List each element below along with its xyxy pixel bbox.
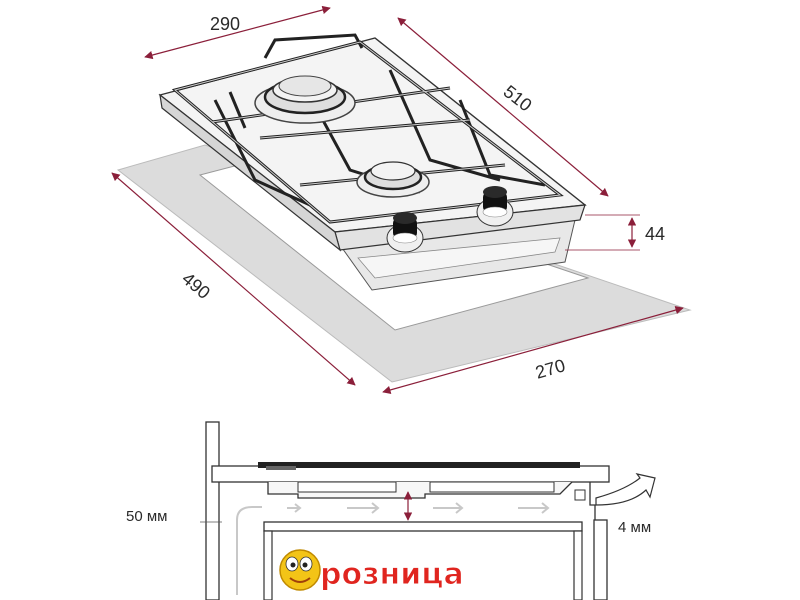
width-label: 290: [210, 14, 240, 34]
dimension-height-44: 44: [565, 214, 665, 251]
large-burner: [254, 75, 356, 124]
logo-mascot-face: [279, 549, 321, 591]
cutout-depth-label: 490: [178, 268, 214, 303]
gap-label: 50 мм: [126, 508, 167, 525]
dimension-width-290: 290: [144, 5, 331, 60]
vent-label: 4 мм: [618, 519, 651, 536]
control-knob-left: [386, 212, 424, 253]
cutout-width-label: 270: [533, 355, 567, 383]
side-section-view: 50 мм 4 мм: [126, 421, 656, 600]
brand-logo: розница: [279, 549, 464, 593]
depth-label: 510: [500, 81, 536, 115]
airflow-arrows: [236, 502, 550, 595]
vent-exit-arrow: [595, 473, 656, 506]
logo-text: розница: [320, 557, 464, 592]
height-label: 44: [645, 224, 665, 244]
